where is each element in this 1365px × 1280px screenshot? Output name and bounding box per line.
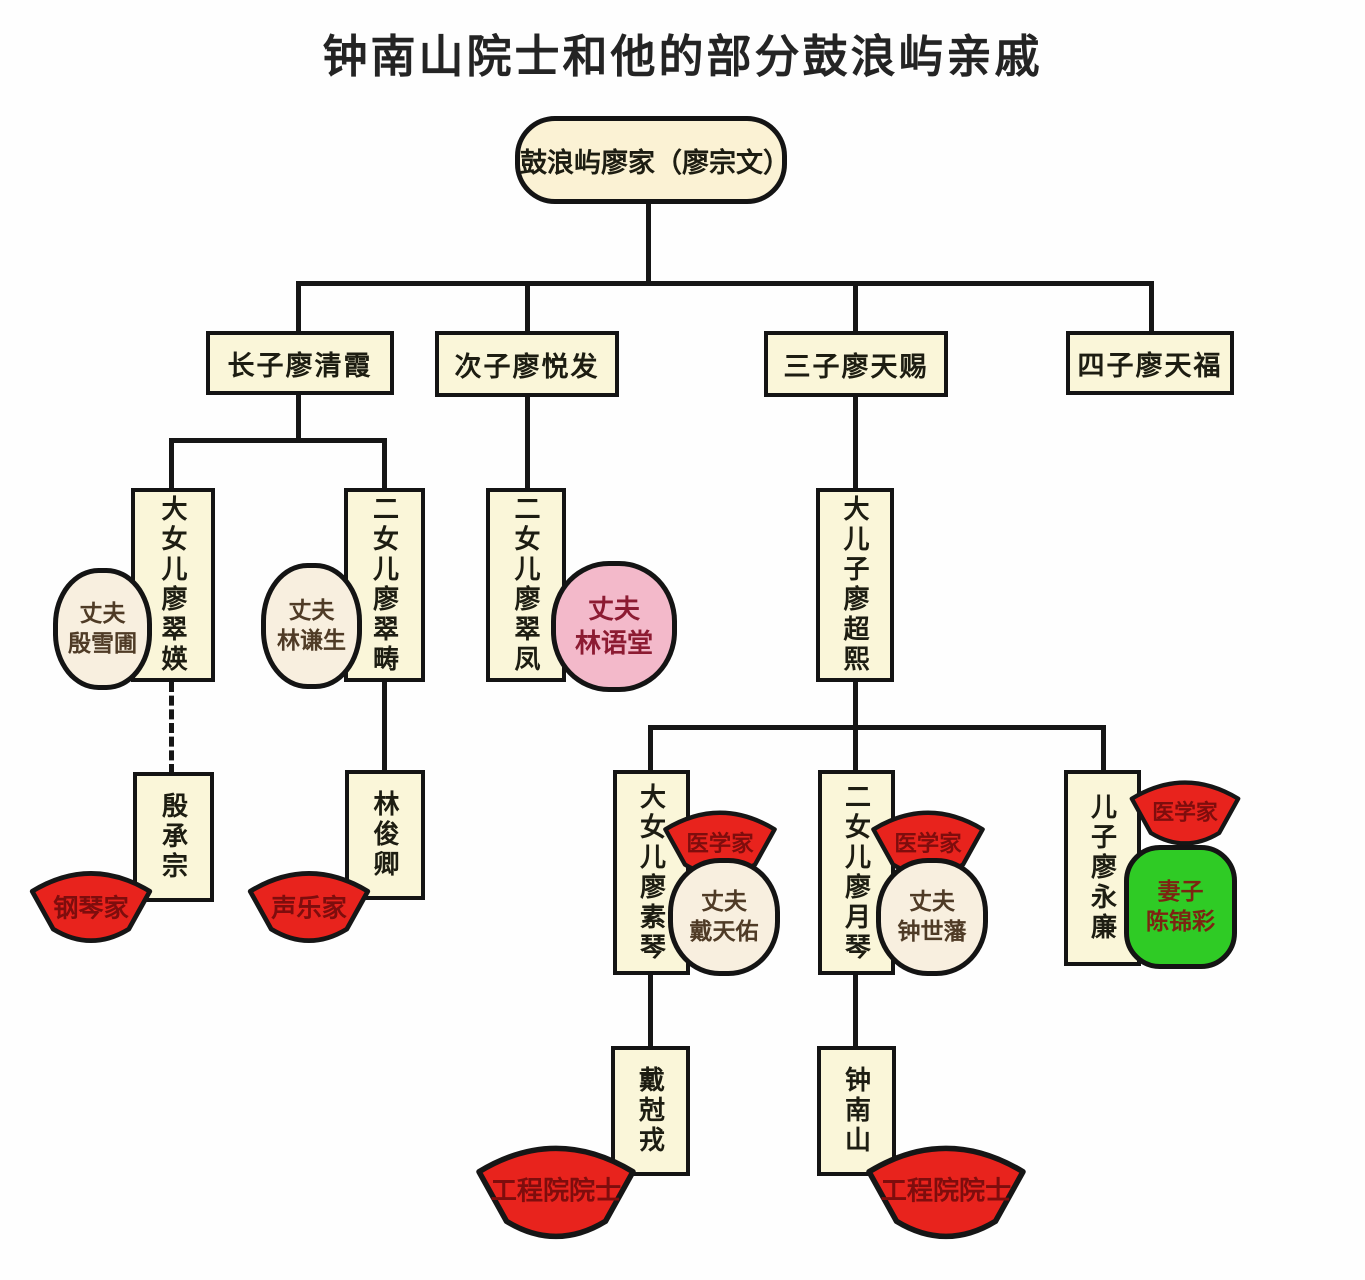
- node-grandson-label: 大儿子廖超熙: [840, 495, 870, 675]
- node-daughter2: 二女儿廖翠畴: [344, 488, 425, 682]
- spouse-name: 钟世藩: [897, 918, 967, 944]
- spouse-role: 丈夫: [587, 593, 640, 624]
- node-son2: 次子廖悦发: [435, 331, 619, 397]
- node-daughter1-label: 大女儿廖翠媖: [158, 495, 188, 675]
- badge-fan-academician-dai: 工程院院士: [476, 1145, 636, 1239]
- node-zhong-nanshan-label: 钟南山: [841, 1066, 872, 1156]
- node-g4-daughter1-label: 大女儿廖素琴: [636, 782, 667, 963]
- node-son4: 四子廖天福: [1066, 331, 1234, 395]
- spouse-oval-zhong-shifan: 丈夫 钟世藩: [876, 858, 988, 976]
- connector-d1-dashed: [169, 682, 174, 774]
- spouse-name: 林语堂: [574, 627, 653, 658]
- node-daughter3-label: 二女儿廖翠凤: [511, 495, 541, 675]
- node-son3: 三子廖天赐: [764, 331, 948, 397]
- badge-fan-pianist: 钢琴家: [29, 871, 153, 944]
- connector-son4-drop: [1149, 281, 1154, 333]
- connector-g1-stem: [648, 973, 653, 1048]
- spouse-oval-lin-yutang: 丈夫 林语堂: [551, 561, 677, 692]
- spouse-role: 丈夫: [701, 888, 747, 915]
- node-lin-junqing-label: 林俊卿: [370, 790, 400, 880]
- node-son4-label: 四子廖天福: [1077, 350, 1223, 381]
- badge-medical-label: 医学家: [1152, 800, 1218, 825]
- node-zhong-nanshan: 钟南山: [817, 1046, 896, 1176]
- node-son3-label: 三子廖天赐: [783, 351, 929, 382]
- node-yin-chengzong-label: 殷承宗: [158, 792, 189, 882]
- node-son1: 长子廖清霞: [206, 331, 394, 395]
- connector-g2-stem: [853, 973, 858, 1048]
- node-son1-label: 长子廖清霞: [227, 350, 373, 381]
- connector-son1-bar: [169, 438, 387, 443]
- connector-son2-stem: [525, 393, 530, 490]
- node-dai-kerong: 戴尅戎: [611, 1046, 690, 1176]
- badge-academician-label: 工程院院士: [491, 1175, 622, 1205]
- spouse-role: 丈夫: [909, 888, 955, 915]
- spouse-oval-yin-xuepu: 丈夫 殷雪圃: [53, 568, 152, 690]
- connector-d2-drop: [382, 438, 387, 490]
- node-lin-junqing: 林俊卿: [345, 770, 425, 900]
- page-title: 钟南山院士和他的部分鼓浪屿亲戚: [322, 31, 1043, 82]
- badge-academician-label: 工程院院士: [881, 1175, 1012, 1205]
- connector-g3-drop: [1101, 725, 1106, 772]
- node-yin-chengzong: 殷承宗: [133, 772, 214, 902]
- spouse-name: 林谦生: [277, 627, 346, 653]
- spouse-role: 妻子: [1157, 878, 1204, 905]
- connector-son3-drop: [853, 281, 858, 333]
- connector-gen2-bar: [296, 281, 1154, 286]
- node-root-label: 鼓浪屿廖家（廖宗文）: [520, 147, 790, 178]
- node-g4-son-label: 儿子廖永廉: [1087, 793, 1118, 943]
- connector-d2-stem: [382, 682, 387, 772]
- node-g4-daughter2-label: 二女儿廖月琴: [841, 782, 872, 963]
- badge-fan-medical-3: 医学家: [1129, 780, 1241, 846]
- connector-son1-drop: [296, 281, 301, 333]
- node-root-family: 鼓浪屿廖家（廖宗文）: [515, 116, 790, 204]
- connector-root-stem: [646, 203, 651, 285]
- spouse-oval-dai-tianyou: 丈夫 戴天佑: [668, 858, 780, 976]
- badge-medical-label: 医学家: [894, 830, 962, 856]
- node-grandson-liao-chaoxi: 大儿子廖超熙: [816, 488, 894, 682]
- connector-g1-drop: [648, 725, 653, 772]
- connector-g2-drop: [853, 725, 858, 772]
- connector-gen4-bar: [648, 725, 1106, 730]
- node-son2-label: 次子廖悦发: [454, 351, 600, 382]
- spouse-oval-lin-qiansheng: 丈夫 林谦生: [261, 563, 362, 689]
- node-dai-kerong-label: 戴尅戎: [635, 1066, 666, 1156]
- badge-pianist-label: 钢琴家: [53, 894, 129, 923]
- connector-son3-stem: [853, 393, 858, 490]
- node-daughter2-label: 二女儿廖翠畴: [369, 495, 400, 675]
- badge-medical-label: 医学家: [686, 830, 754, 856]
- badge-vocalist-label: 声乐家: [271, 894, 347, 923]
- spouse-name: 陈锦彩: [1146, 908, 1215, 934]
- connector-son2-drop: [525, 281, 530, 333]
- spouse-name: 戴天佑: [689, 918, 759, 944]
- connector-son1-stem: [296, 393, 301, 443]
- spouse-name: 殷雪圃: [68, 630, 137, 656]
- spouse-oval-chen-jincai: 妻子 陈锦彩: [1124, 845, 1237, 969]
- badge-fan-academician-zhong: 工程院院士: [866, 1145, 1026, 1239]
- connector-d1-drop: [169, 438, 174, 490]
- badge-fan-vocalist: 声乐家: [247, 871, 371, 944]
- connector-d4-stem: [853, 682, 858, 730]
- spouse-role: 丈夫: [79, 600, 126, 627]
- spouse-role: 丈夫: [288, 597, 335, 624]
